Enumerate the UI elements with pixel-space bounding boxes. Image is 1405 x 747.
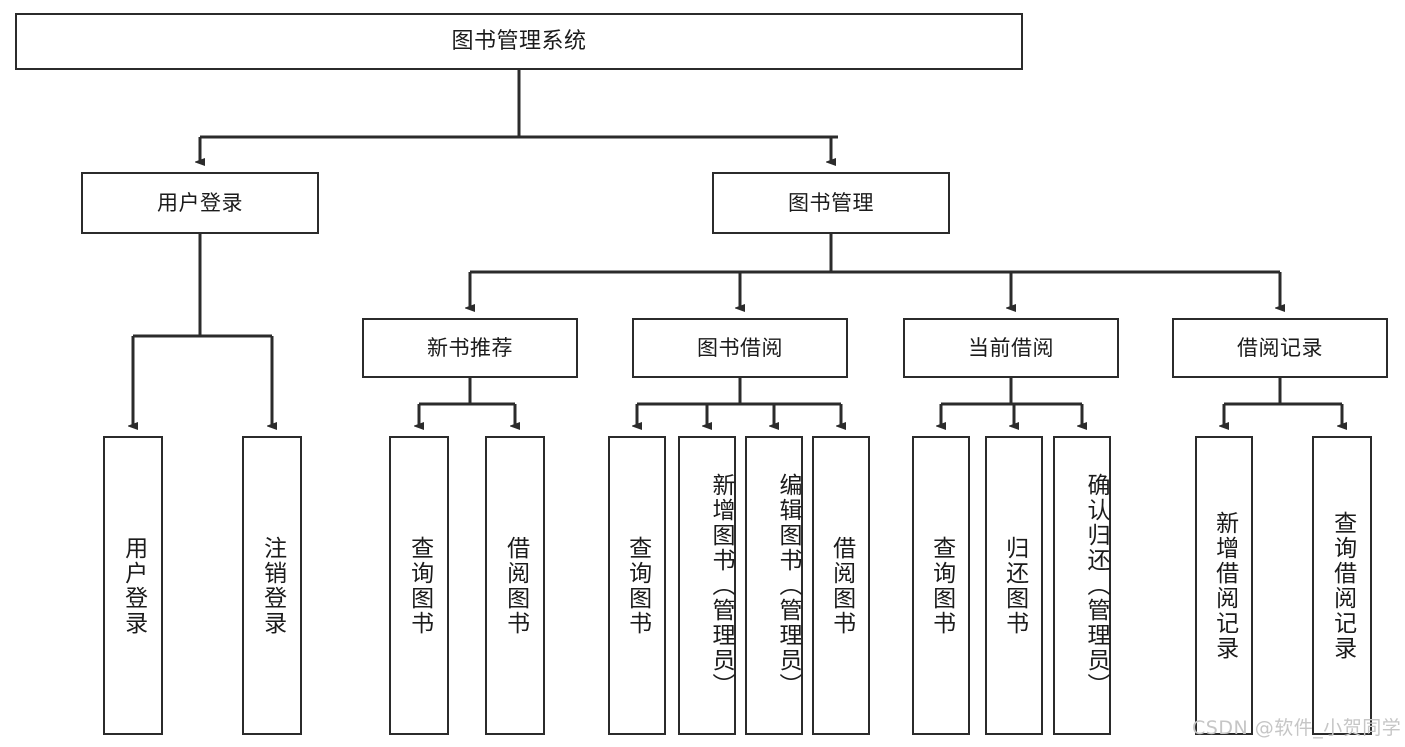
node-leaf-6: 编辑图书（管理员） bbox=[745, 436, 803, 735]
node-leaf-12: 查询借阅记录 bbox=[1312, 436, 1372, 735]
node-label: 图书借阅 bbox=[697, 335, 783, 360]
node-leaf-9: 归还图书 bbox=[985, 436, 1043, 735]
node-leaf-1: 注销登录 bbox=[242, 436, 302, 735]
node-label: 当前借阅 bbox=[968, 335, 1054, 360]
node-leaf-2: 查询图书 bbox=[389, 436, 449, 735]
node-label: 查询借阅记录 bbox=[1329, 510, 1356, 661]
node-label: 借阅记录 bbox=[1237, 335, 1323, 360]
node-label: 归还图书 bbox=[1001, 535, 1028, 636]
node-leaf-11: 新增借阅记录 bbox=[1195, 436, 1253, 735]
node-label: 确认归还（管理员） bbox=[1083, 473, 1109, 698]
node-level1-0: 用户登录 bbox=[81, 172, 319, 234]
node-label: 注销登录 bbox=[259, 535, 286, 636]
node-level2-3: 借阅记录 bbox=[1172, 318, 1388, 378]
node-label: 查询图书 bbox=[928, 535, 955, 636]
node-label: 编辑图书（管理员） bbox=[775, 473, 801, 698]
node-label: 用户登录 bbox=[157, 190, 243, 215]
node-level2-0: 新书推荐 bbox=[362, 318, 578, 378]
node-label: 新增图书（管理员） bbox=[708, 473, 734, 698]
node-leaf-3: 借阅图书 bbox=[485, 436, 545, 735]
node-level2-2: 当前借阅 bbox=[903, 318, 1119, 378]
node-level2-1: 图书借阅 bbox=[632, 318, 848, 378]
node-leaf-5: 新增图书（管理员） bbox=[678, 436, 736, 735]
node-leaf-8: 查询图书 bbox=[912, 436, 970, 735]
node-label: 借阅图书 bbox=[828, 535, 855, 636]
node-label: 新书推荐 bbox=[427, 335, 513, 360]
node-leaf-4: 查询图书 bbox=[608, 436, 666, 735]
node-label: 查询图书 bbox=[624, 535, 651, 636]
node-level1-1: 图书管理 bbox=[712, 172, 950, 234]
watermark-text: CSDN @软件_小贺同学 bbox=[1192, 717, 1402, 739]
node-leaf-10: 确认归还（管理员） bbox=[1053, 436, 1111, 735]
node-label: 用户登录 bbox=[120, 535, 147, 636]
node-label: 借阅图书 bbox=[502, 535, 529, 636]
node-label: 查询图书 bbox=[406, 535, 433, 636]
node-leaf-7: 借阅图书 bbox=[812, 436, 870, 735]
node-label: 图书管理 bbox=[788, 190, 874, 215]
node-label: 图书管理系统 bbox=[451, 28, 587, 54]
node-label: 新增借阅记录 bbox=[1211, 510, 1238, 661]
node-root: 图书管理系统 bbox=[15, 13, 1023, 70]
node-leaf-0: 用户登录 bbox=[103, 436, 163, 735]
